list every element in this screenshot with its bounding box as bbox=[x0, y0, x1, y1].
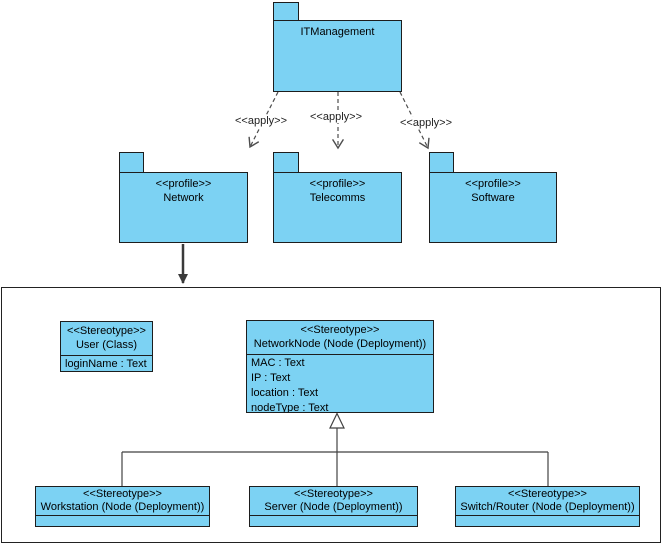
class-switchrouter-name: Switch/Router (Node (Deployment)) bbox=[460, 501, 635, 513]
package-telecomms: <<profile>> Telecomms bbox=[273, 172, 402, 243]
package-network-tab bbox=[119, 152, 144, 173]
package-network-stereotype: <<profile>> bbox=[155, 178, 212, 190]
package-itmanagement: ITManagement bbox=[273, 20, 402, 92]
class-switchrouter-header: <<Stereotype>> Switch/Router (Node (Depl… bbox=[456, 487, 639, 515]
class-workstation: <<Stereotype>> Workstation (Node (Deploy… bbox=[35, 486, 210, 527]
package-itmanagement-tab bbox=[273, 2, 299, 21]
class-switchrouter-keyword: <<Stereotype>> bbox=[508, 488, 587, 500]
class-user-keyword: <<Stereotype>> bbox=[67, 325, 146, 337]
attribute-nodetype: nodeType : Text bbox=[251, 402, 329, 412]
class-user-name: User (Class) bbox=[75, 339, 138, 351]
class-server-header: <<Stereotype>> Server (Node (Deployment)… bbox=[250, 487, 417, 515]
class-networknode: <<Stereotype>> NetworkNode (Node (Deploy… bbox=[246, 320, 434, 413]
class-workstation-name: Workstation (Node (Deployment)) bbox=[40, 501, 205, 513]
class-networknode-attributes: MAC : Text IP : Text location : Text nod… bbox=[247, 354, 433, 412]
attribute-mac: MAC : Text bbox=[251, 357, 305, 369]
profile-content-container bbox=[1, 287, 661, 543]
class-networknode-header: <<Stereotype>> NetworkNode (Node (Deploy… bbox=[247, 321, 433, 354]
package-itmanagement-name: ITManagement bbox=[300, 26, 375, 38]
class-workstation-attributes bbox=[36, 515, 209, 526]
apply-label-telecomms: <<apply>> bbox=[309, 111, 363, 123]
attribute-loginname: loginName : Text bbox=[65, 358, 147, 370]
class-user: <<Stereotype>> User (Class) loginName : … bbox=[60, 321, 153, 372]
generalization-triangle-icon bbox=[329, 412, 345, 429]
package-software: <<profile>> Software bbox=[429, 172, 557, 243]
package-software-stereotype: <<profile>> bbox=[465, 178, 521, 190]
package-network-name: Network bbox=[163, 192, 204, 204]
apply-label-software: <<apply>> bbox=[399, 117, 453, 129]
class-server-name: Server (Node (Deployment)) bbox=[264, 501, 403, 513]
class-server-attributes bbox=[250, 515, 417, 526]
class-user-attributes: loginName : Text bbox=[61, 355, 152, 371]
package-telecomms-name: Telecomms bbox=[309, 192, 366, 204]
class-switchrouter-attributes bbox=[456, 515, 639, 526]
class-switchrouter: <<Stereotype>> Switch/Router (Node (Depl… bbox=[455, 486, 640, 527]
class-workstation-header: <<Stereotype>> Workstation (Node (Deploy… bbox=[36, 487, 209, 515]
package-telecomms-stereotype: <<profile>> bbox=[309, 178, 366, 190]
class-server-keyword: <<Stereotype>> bbox=[294, 488, 373, 500]
apply-label-network: <<apply>> bbox=[234, 115, 288, 127]
class-server: <<Stereotype>> Server (Node (Deployment)… bbox=[249, 486, 418, 527]
attribute-ip: IP : Text bbox=[251, 372, 291, 384]
package-network: <<profile>> Network bbox=[119, 172, 248, 243]
package-software-tab bbox=[429, 152, 454, 173]
attribute-location: location : Text bbox=[251, 387, 319, 399]
class-networknode-keyword: <<Stereotype>> bbox=[300, 324, 380, 336]
package-software-name: Software bbox=[471, 192, 515, 204]
package-telecomms-tab bbox=[273, 152, 299, 173]
class-workstation-keyword: <<Stereotype>> bbox=[83, 488, 162, 500]
class-user-header: <<Stereotype>> User (Class) bbox=[61, 322, 152, 355]
class-networknode-name: NetworkNode (Node (Deployment)) bbox=[253, 338, 427, 350]
